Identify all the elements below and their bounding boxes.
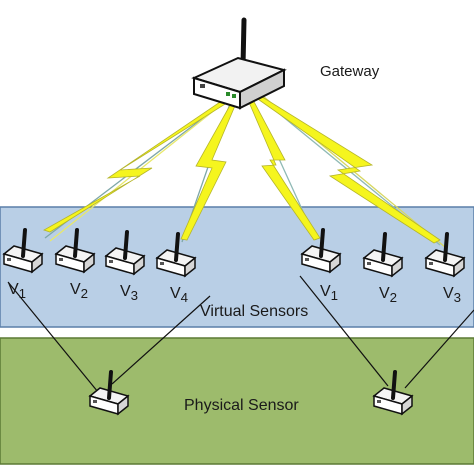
lightning-bolt-left-1 — [43, 97, 231, 233]
lightning-bolt-right-2 — [254, 94, 441, 244]
physical-sensor-label: Physical Sensor — [184, 397, 299, 414]
virtual-sensor-left-1-label: V1 — [8, 281, 27, 302]
lightning-bolt-left-2 — [180, 99, 238, 241]
map-left-v4 — [111, 295, 211, 385]
virtual-sensor-right-3-label: V3 — [443, 285, 462, 306]
virtual-sensor-left-2-label: V2 — [70, 281, 89, 302]
map-right-v3 — [404, 309, 474, 389]
lightning-bolt-right-1 — [247, 97, 321, 241]
map-left-v1 — [7, 281, 99, 393]
gateway-router — [191, 17, 287, 110]
lightning-bolts — [43, 94, 441, 244]
virtual-sensor-left-4-label: V4 — [170, 285, 189, 306]
virtual-sensor-left-3-label: V3 — [120, 283, 139, 304]
virtual-sensor-right-1-label: V1 — [320, 283, 339, 304]
virtual-sensors-label: Virtual Sensors — [200, 303, 309, 320]
virtual-sensor-right-2-label: V2 — [379, 285, 398, 306]
gateway-label: Gateway — [320, 63, 380, 80]
link-left-v1-b — [49, 92, 237, 242]
mapping-lines — [7, 275, 474, 393]
map-right-v1 — [299, 275, 389, 387]
